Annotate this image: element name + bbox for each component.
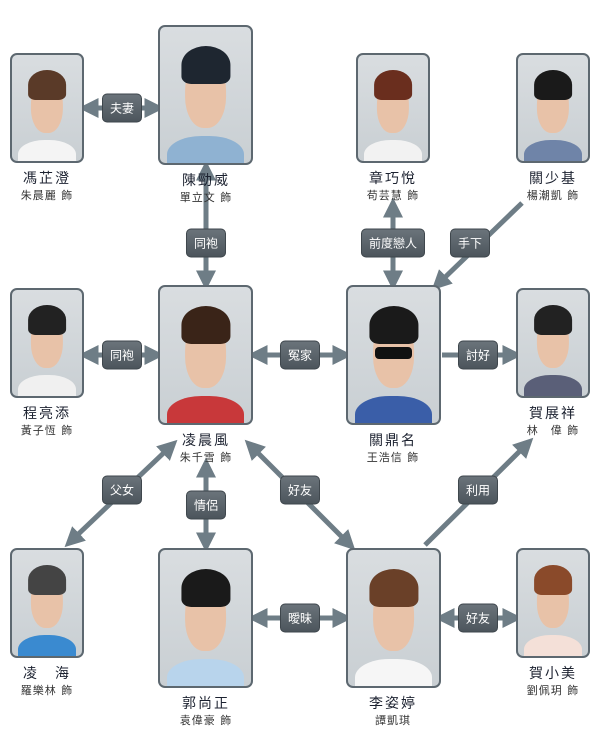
character-name: 關少基 [529,171,577,187]
character-name: 賀小美 [529,666,577,682]
relation-label: 手下 [449,228,491,258]
actor-name: 袁偉豪 飾 [179,714,233,727]
actor-name: 楊潮凱 飾 [526,189,580,202]
actor-name: 黃子恆 飾 [20,424,74,437]
actor-name: 朱晨麗 飾 [20,189,74,202]
actor-name: 朱千雪 飾 [179,451,233,464]
actor-name: 苟芸慧 飾 [366,189,420,202]
character-name: 賀展祥 [529,406,577,422]
relation-label: 同袍 [101,340,143,370]
portrait-kwok [158,548,253,688]
portrait-ho_chin [516,288,590,398]
relation-label: 討好 [457,340,499,370]
portrait-kwan_ding [346,285,441,425]
actor-name: 林 偉 飾 [526,424,580,437]
character-name: 關鼎名 [369,433,417,449]
portrait-ho_siu [516,548,590,658]
portrait-lee [346,548,441,688]
relation-label: 好友 [457,603,499,633]
portrait-cheung [356,53,430,163]
actor-name: 劉佩玥 飾 [526,684,580,697]
character-name: 凌晨風 [182,433,230,449]
relation-label: 同袍 [185,228,227,258]
relation-label: 曖昧 [279,603,321,633]
actor-name: 單立文 飾 [179,191,233,204]
relation-label: 前度戀人 [360,228,426,258]
relation-label: 夫妻 [101,93,143,123]
character-name: 郭尚正 [182,696,230,712]
character-name: 馮芷澄 [23,171,71,187]
character-name: 凌 海 [23,666,71,682]
relation-label: 冤家 [279,340,321,370]
portrait-kwan_siu [516,53,590,163]
portrait-chan [158,25,253,165]
character-name: 陳勁威 [182,173,230,189]
portrait-ling_hoi [10,548,84,658]
portrait-ling_sun [158,285,253,425]
character-name: 章巧悅 [369,171,417,187]
actor-name: 王浩信 飾 [366,451,420,464]
relation-label: 利用 [457,475,499,505]
portrait-ching [10,288,84,398]
relation-label: 好友 [279,475,321,505]
actor-name: 羅樂林 飾 [20,684,74,697]
portrait-fung [10,53,84,163]
actor-name: 譚凱琪 [375,714,411,727]
relation-label: 父女 [101,475,143,505]
relation-label: 情侶 [185,490,227,520]
character-name: 李姿婷 [369,696,417,712]
character-name: 程亮添 [23,406,71,422]
